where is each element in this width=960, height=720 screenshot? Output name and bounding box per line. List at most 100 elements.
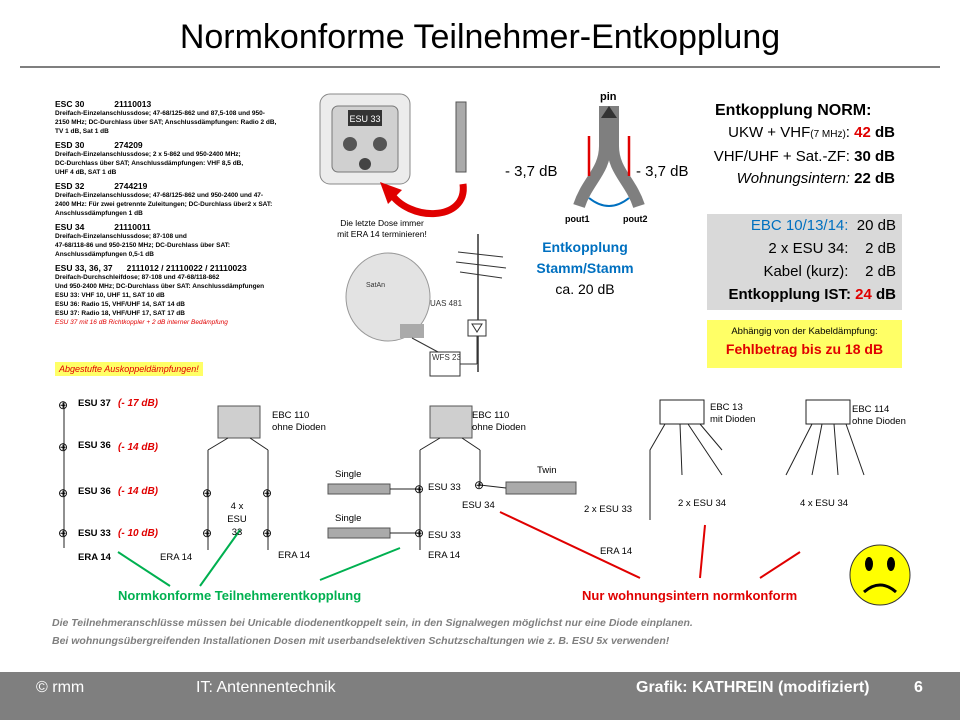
sat-brand: SatAn [366,282,385,289]
spec-line: 2400 MHz: Für zwei getrennte Zuleitungen… [55,201,273,208]
uas-antenna-icon [457,251,504,258]
smiley-face [849,544,911,606]
esu33-label: ESU 33 [428,530,461,541]
ist-label: Kabel (kurz): [763,263,849,280]
dose-label-bg [348,110,382,126]
norm-wohn-label: Wohnungsintern: [736,170,850,187]
ebc13-line: EBC 13 [710,402,743,413]
norm-ukw-row: UKW + VHF(7 MHz): 42 dB [728,124,895,141]
uas-label: UAS 481 [430,299,463,308]
norm-title: Entkopplung NORM: [715,102,872,119]
two-esu33-label: 2 x ESU 33 [584,504,633,515]
ist-row: EBC 10/13/14: 20 dB [707,214,896,237]
fehlbetrag-box: Abhängig von der Kabeldämpfung: Fehlbetr… [707,320,902,368]
p-in-label: pin [600,91,617,103]
red-arrows [499,511,801,579]
outlet-icon: ⊕ [58,398,69,412]
outlet-icon: ⊕ [262,486,273,500]
spec-line: ESU 37: Radio 18, VHF/UHF 17, SAT 17 dB [55,310,185,317]
wfs-box [429,351,461,377]
outlet-icon: ⊕ [474,478,485,492]
chain-label: ESU 33 [78,528,111,539]
wire [411,337,439,353]
norm-vhf-label: VHF/UHF + Sat.-ZF: [713,148,850,165]
fehl-big: Fehlbetrag bis zu 18 dB [725,341,884,357]
splitter-branches [573,106,645,209]
ist-label: EBC 10/13/14: [750,217,849,234]
outlet-icon: ⊕ [414,526,425,540]
terminate-arrowhead [380,182,402,204]
chain-loss: (- 14 dB) [118,486,158,497]
dose-photo: ESU 33 [319,93,467,217]
footer-source: Grafik: KATHREIN (modifiziert) [636,679,870,696]
ebc13-icon [659,399,705,425]
amplifier-icon [467,319,487,337]
chain-loss: (- 10 dB) [118,528,158,539]
green-arrow [117,529,401,587]
ebc110-a-icon [217,405,261,439]
spec-name: ESU 34 [55,222,85,232]
era-label: ERA 14 [278,550,311,561]
spec-note: ESU 37 mit 16 dB Richtkoppler + 2 dB int… [55,319,228,326]
splitter-ebc110-b [419,405,481,550]
stamm-box: Entkopplung Stamm/Stamm ca. 20 dB [520,237,650,300]
dose-label: ESU 33 [349,114,380,124]
ebc114-wire [785,423,865,476]
ebc110-line: ohne Dioden [472,422,526,433]
stamm-line: Entkopplung [542,239,628,255]
spec-line: UHF 4 dB, SAT 1 dB [55,169,117,176]
terminate-arrow [387,183,467,217]
ist-value: 20 dB [856,217,896,234]
outlet-icon: ⊕ [262,526,273,540]
four-esu33-line: ESU 33 [227,514,247,538]
esu33-label: ESU 33 [428,482,461,493]
abgestuft-badge: Abgestufte Auskoppeldämpfungen! [55,362,203,376]
spec-name: ESD 30 [55,140,85,150]
smiley-eye [865,557,873,571]
era-label: ERA 14 [428,550,461,561]
outlet-icon: ⊕ [202,526,213,540]
four-esu34-label: 4 x ESU 34 [800,498,849,509]
norm-ukw-sub: (7 MHz) [810,129,846,140]
ebc110-line: ohne Dioden [272,422,326,433]
ist-box: EBC 10/13/14: 20 dB 2 x ESU 34: 2 dB Kab… [707,214,902,310]
bottom-note: Die Teilnehmeranschlüsse müssen bei Unic… [52,614,932,650]
spec-line: DC-Durchlass über SAT; Anschlussdämpfung… [55,160,244,167]
wiring-diagram [63,399,911,606]
spec-line: Dreifach-Einzelanschlussdose; 47-68/125-… [55,192,264,199]
spec-line: ESU 33: VHF 10, UHF 11, SAT 10 dB [55,292,165,299]
ebc13-wire [649,423,723,520]
ist-value: 2 dB [865,263,896,280]
single-label: Single [335,469,362,480]
ist-total-value: 24 [855,286,872,303]
smiley-icon [849,544,911,606]
spec-code: 2744219 [114,181,148,191]
outlet-icon: ⊕ [414,482,425,496]
chain-loss: (- 14 dB) [118,442,158,453]
spec-line: Dreifach-Durchschleifdose; 87-108 und 47… [55,274,220,281]
dose-port [373,137,387,151]
lnb-icon [400,324,424,338]
ist-total-label: Entkopplung IST: [728,286,851,303]
ist-unit: dB [876,286,896,303]
chain-loss: (- 17 dB) [118,398,158,409]
era-label: ERA 14 [600,546,633,557]
sat-dish-icon [345,252,431,342]
spec-line: Und 950-2400 MHz; DC-Durchlass über SAT:… [55,283,265,290]
chain-label: ESU 36 [78,440,111,451]
smiley-eye [887,557,895,571]
splitter-diagram: pin pout1 pout2 [565,91,648,224]
receiver-single-icon [327,527,391,539]
chain-label: ESU 36 [78,486,111,497]
split-left: - 3,7 dB [505,163,558,180]
ebc110-a-wire [207,437,269,550]
dose-port [343,137,357,151]
spec-line: Dreifach-Einzelanschlussdose; 47-68/125-… [55,110,265,117]
spec-line: ESU 36: Radio 15, VHF/UHF 14, SAT 14 dB [55,301,185,308]
esu34-label: ESU 34 [462,500,495,511]
norm-wohn-row: Wohnungsintern: 22 dB [705,168,895,190]
